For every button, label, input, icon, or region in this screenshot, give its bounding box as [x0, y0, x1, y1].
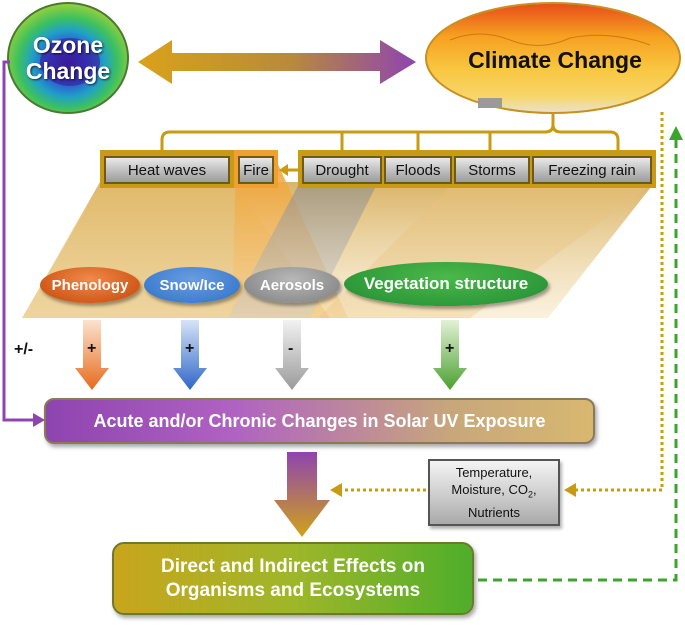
hazard-storms: Storms [454, 156, 530, 184]
sign-snow-ice: + [185, 340, 195, 357]
uv-exposure-box: Acute and/or Chronic Changes in Solar UV… [44, 398, 595, 444]
mediator-label: Aerosols [259, 276, 325, 294]
map-continents [449, 33, 651, 46]
snow-ice-arrow [173, 320, 207, 390]
vegetation-arrow [433, 320, 467, 390]
climate-factor-dotted [574, 112, 664, 492]
hazard-label: Heat waves [127, 161, 207, 179]
map-grey-patch [478, 98, 502, 108]
ozone-uv-link [2, 60, 34, 422]
factor-line-2: Moisture, CO2, [451, 481, 536, 504]
mediator-label: Snow/Ice [159, 276, 225, 294]
sign-aerosols: - [288, 340, 294, 357]
factor-line-2-prefix: Moisture, CO [451, 482, 528, 498]
feedback-dashed [478, 140, 678, 582]
factor-line-2-sub: 2 [527, 489, 533, 500]
factor-line-3: Nutrients [467, 504, 521, 520]
aerosols-arrow [275, 320, 309, 390]
uv-exposure-label: Acute and/or Chronic Changes in Solar UV… [93, 410, 546, 431]
mediator-label: Phenology [51, 276, 129, 294]
hazard-label: Freezing rain [548, 161, 636, 179]
effects-line-1: Direct and Indirect Effects on [161, 555, 425, 577]
factor-line-2-suffix: , [532, 482, 537, 498]
mediator-vegetation-structure: Vegetation structure [344, 262, 548, 306]
factor-uv-dotted-head [330, 483, 342, 497]
hazard-label: Fire [243, 161, 269, 179]
factor-line-1: Temperature, [455, 465, 533, 481]
climate-tree [160, 113, 620, 172]
environmental-factors-box: Temperature, Moisture, CO2, Nutrients [428, 459, 560, 526]
hazard-label: Storms [468, 161, 516, 179]
feedback-dashed-head [669, 126, 683, 140]
mediator-aerosols: Aerosols [244, 267, 340, 303]
climate-factor-dotted-head [564, 483, 576, 497]
sign-vegetation: + [445, 340, 455, 357]
climate-change-label: Climate Change [468, 47, 642, 73]
effects-box: Direct and Indirect Effects on Organisms… [112, 542, 474, 615]
ozone-line-1: Ozone [32, 32, 104, 58]
ozone-line-2: Change [25, 58, 111, 84]
phenology-arrow [75, 320, 109, 390]
ozone-climate-arrow [138, 40, 416, 84]
hazard-label: Floods [395, 161, 441, 179]
ozone-uv-link-head [33, 413, 45, 427]
sign-ozone: +/- [14, 341, 34, 358]
hazard-label: Drought [315, 161, 369, 179]
effects-line-2: Organisms and Ecosystems [165, 579, 421, 601]
mediator-phenology: Phenology [40, 267, 140, 303]
hazard-drought: Drought [302, 156, 382, 184]
ozone-change-label: Ozone Change [10, 18, 126, 98]
mediator-snow-ice: Snow/Ice [144, 267, 240, 303]
mediator-label: Vegetation structure [363, 274, 529, 293]
hazard-fire: Fire [238, 156, 274, 184]
hazard-floods: Floods [384, 156, 452, 184]
uv-effects-arrow [274, 452, 330, 537]
sign-phenology: + [87, 340, 97, 357]
hazard-heat-waves: Heat waves [104, 156, 230, 184]
ozone-hole [40, 38, 100, 86]
hazard-freezing-rain: Freezing rain [532, 156, 652, 184]
